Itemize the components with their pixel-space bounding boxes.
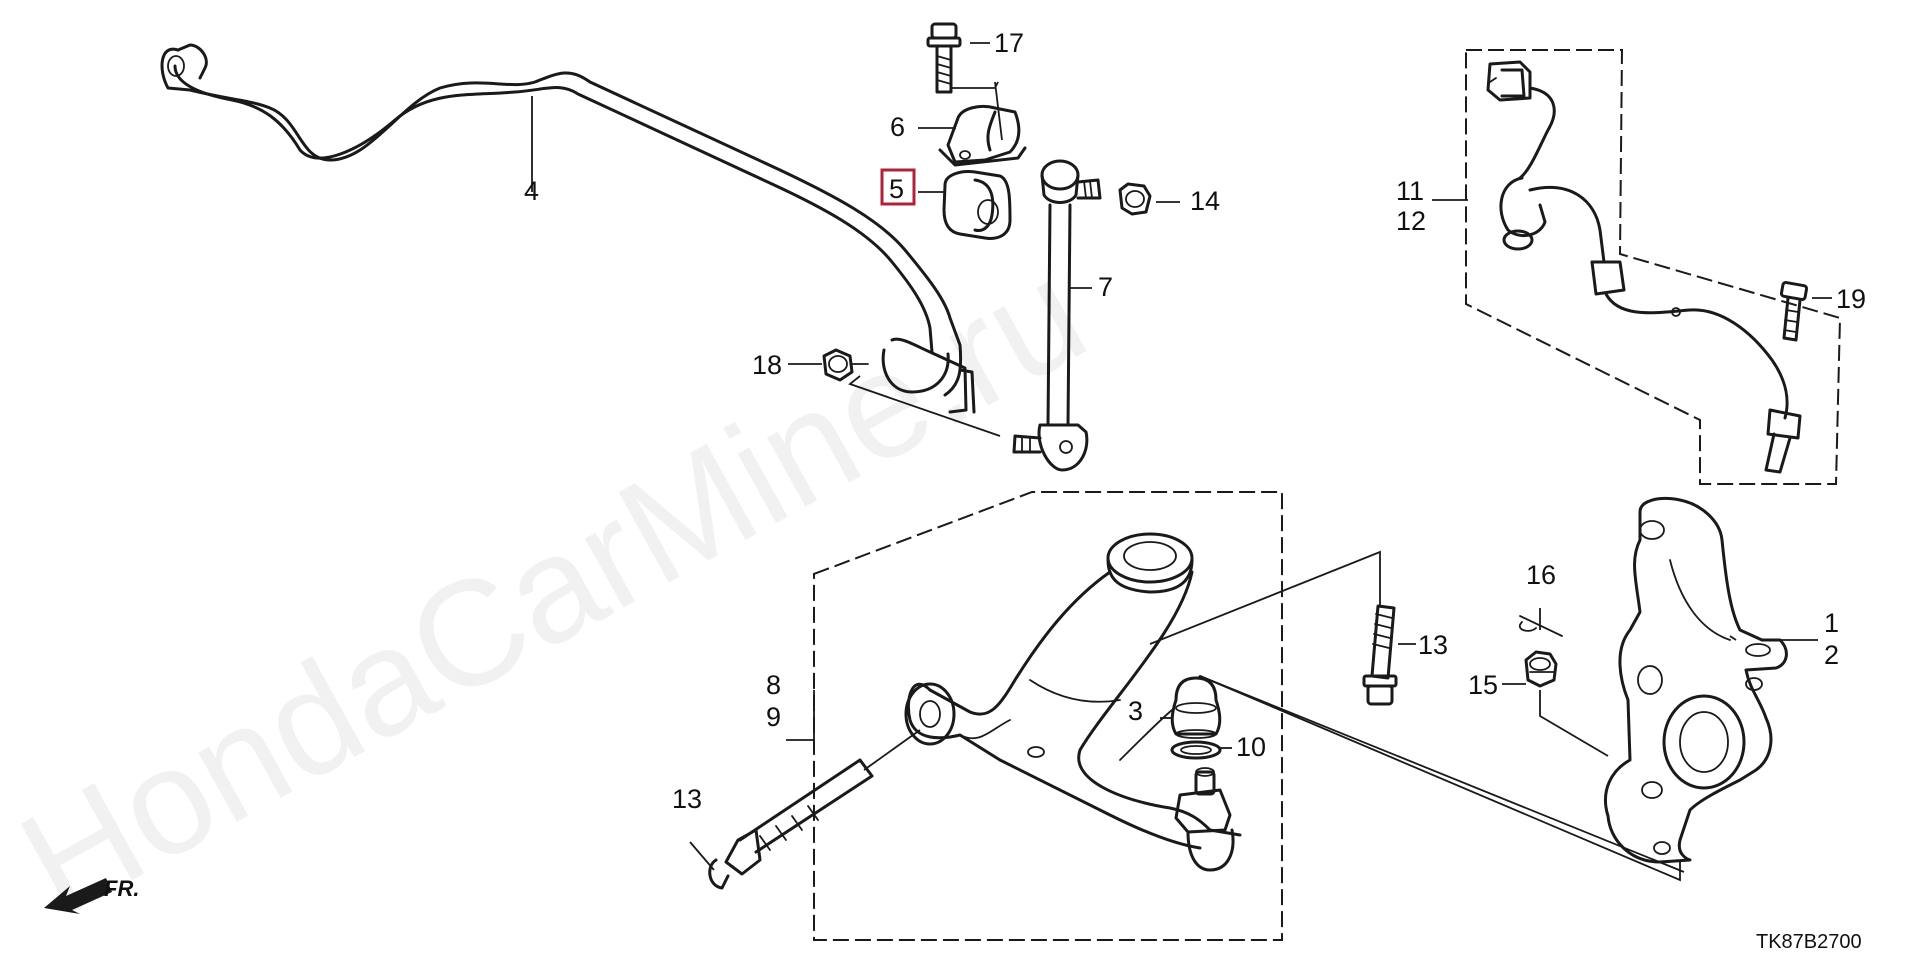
- cotter-pin-icon[interactable]: [1519, 615, 1563, 637]
- watermark: HondaCarMine.ru: [0, 227, 1111, 948]
- callout-2[interactable]: 2: [1824, 640, 1839, 670]
- front-arrow-icon: FR.: [44, 876, 139, 914]
- bolt-13-right-icon[interactable]: [1362, 604, 1398, 706]
- lower-arm-icon[interactable]: [904, 532, 1242, 872]
- callout-12[interactable]: 12: [1396, 206, 1426, 236]
- arm-group-box: [813, 491, 1283, 941]
- callout-6[interactable]: 6: [890, 112, 905, 142]
- callout-17[interactable]: 17: [994, 28, 1024, 58]
- callouts: 1 2 3 4 5 6 7 8 9 10 11 12 13 13 14 15 1…: [524, 28, 1866, 814]
- castle-nut-icon[interactable]: [1524, 650, 1558, 688]
- callout-5[interactable]: 5: [889, 174, 904, 204]
- callout-14[interactable]: 14: [1190, 186, 1220, 216]
- wheel-speed-sensor-icon[interactable]: [1486, 60, 1802, 474]
- callout-13-left[interactable]: 13: [672, 784, 702, 814]
- bushing-holder-icon[interactable]: [938, 104, 1027, 167]
- callout-8[interactable]: 8: [766, 670, 781, 700]
- callout-18[interactable]: 18: [752, 350, 782, 380]
- front-label: FR.: [104, 876, 139, 901]
- callout-9[interactable]: 9: [766, 702, 781, 732]
- callout-15[interactable]: 15: [1468, 670, 1498, 700]
- bolt-17-icon[interactable]: [926, 22, 962, 94]
- callout-19[interactable]: 19: [1836, 284, 1866, 314]
- callout-7[interactable]: 7: [1098, 272, 1113, 302]
- diagram-code: TK87B2700: [1756, 931, 1862, 953]
- stabilizer-bushing-icon[interactable]: [942, 170, 1012, 240]
- ball-joint-boot-icon[interactable]: [1170, 676, 1222, 739]
- leader-lines: [531, 42, 1832, 882]
- callout-11[interactable]: 11: [1396, 176, 1424, 206]
- nut-18-icon[interactable]: [822, 348, 869, 382]
- snap-ring-icon[interactable]: [1170, 740, 1222, 760]
- callout-3[interactable]: 3: [1128, 696, 1143, 726]
- callout-13-right[interactable]: 13: [1418, 630, 1448, 660]
- stabilizer-bar-icon[interactable]: [160, 43, 976, 414]
- callout-4[interactable]: 4: [524, 176, 539, 206]
- callout-5-highlight: [880, 168, 916, 206]
- knuckle-icon[interactable]: [1603, 497, 1788, 864]
- sensor-group-box: [1465, 49, 1842, 485]
- nut-14-icon[interactable]: [1118, 182, 1152, 216]
- callout-16[interactable]: 16: [1526, 560, 1556, 590]
- stabilizer-link-icon[interactable]: [1012, 159, 1102, 472]
- bolt-13-left-icon[interactable]: [708, 758, 874, 890]
- callout-1[interactable]: 1: [1824, 608, 1839, 638]
- callout-10[interactable]: 10: [1236, 732, 1266, 762]
- bolt-19-icon[interactable]: [1779, 280, 1809, 342]
